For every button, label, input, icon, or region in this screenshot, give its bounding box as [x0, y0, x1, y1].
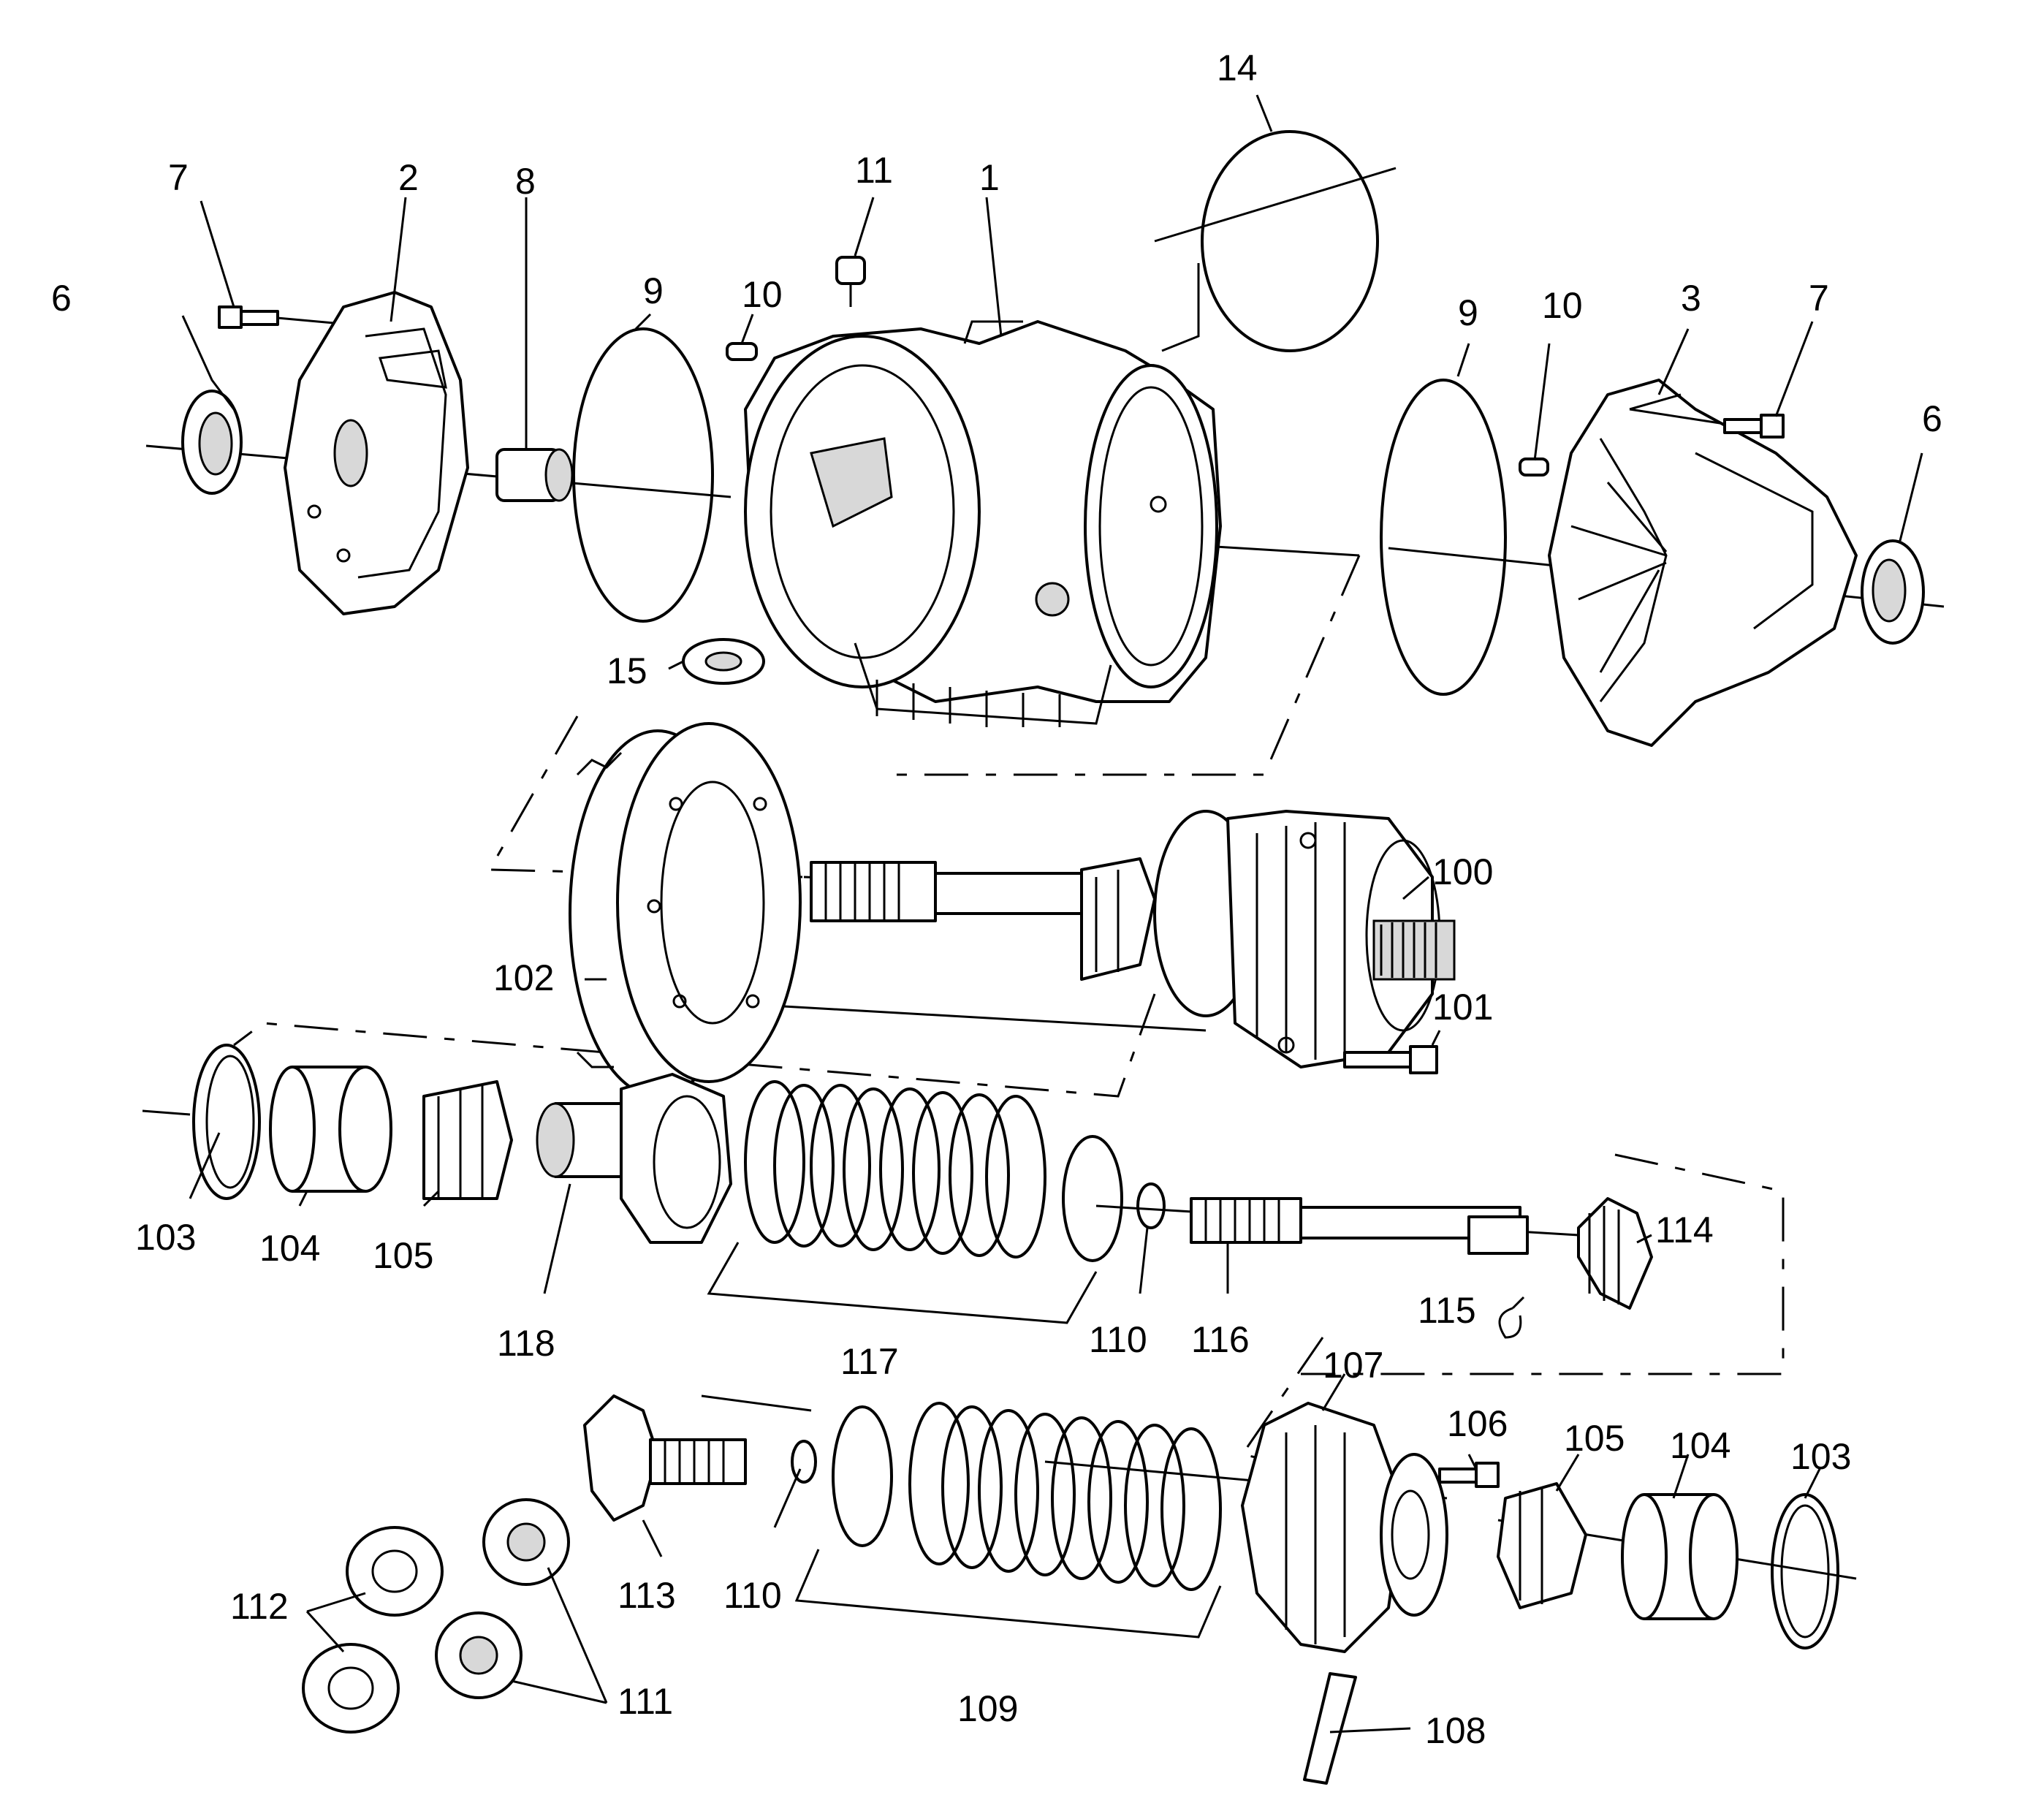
callout-1: 1 — [979, 157, 1000, 198]
callout-103-right: 103 — [1790, 1436, 1851, 1477]
callout-115: 115 — [1418, 1290, 1476, 1331]
callout-2: 2 — [398, 157, 419, 198]
pinion-gears — [435, 1498, 570, 1699]
side-gear-right — [1577, 1197, 1653, 1310]
callout-7-left: 7 — [168, 157, 189, 198]
callout-101: 101 — [1432, 987, 1493, 1028]
dowel-pin-right — [1519, 458, 1549, 477]
row-ring-gear — [233, 715, 1456, 1098]
intermediate-shaft — [810, 861, 1105, 922]
callout-109: 109 — [957, 1688, 1018, 1729]
callout-8: 8 — [515, 161, 536, 202]
bearing-cup-right — [1621, 1493, 1739, 1620]
bearing-cone-left — [422, 1080, 513, 1200]
o-ring-left — [572, 327, 714, 623]
needle-bearing — [495, 448, 574, 502]
callout-10-left: 10 — [742, 274, 783, 315]
output-shaft — [1190, 1197, 1529, 1255]
callout-102: 102 — [493, 957, 554, 998]
callout-105-left: 105 — [373, 1235, 433, 1276]
callout-104-left: 104 — [259, 1228, 320, 1269]
seal-left — [181, 390, 243, 495]
snap-ring-right — [1771, 1493, 1839, 1649]
clutch-case-half-right — [1241, 1402, 1448, 1653]
callout-15: 15 — [607, 650, 647, 691]
bolt-right — [1629, 408, 1785, 438]
row-left-clutch — [142, 1044, 1785, 1375]
callout-7-right: 7 — [1809, 278, 1829, 319]
callout-10-right: 10 — [1542, 285, 1583, 326]
seal-right — [1861, 539, 1925, 645]
callout-6-right: 6 — [1922, 398, 1942, 439]
ring-gear-bolt — [1343, 1045, 1438, 1074]
ring-gear — [569, 722, 802, 1098]
thrust-washer — [682, 638, 765, 685]
callout-117: 117 — [840, 1341, 899, 1382]
thrust-washers — [302, 1526, 444, 1734]
row-housing — [145, 130, 1945, 776]
callout-9-left: 9 — [643, 270, 664, 311]
callout-116: 116 — [1191, 1319, 1250, 1360]
callout-107: 107 — [1323, 1345, 1383, 1386]
callout-9-right: 9 — [1458, 292, 1478, 333]
retaining-ring-right — [832, 1405, 893, 1547]
callout-11: 11 — [855, 150, 893, 191]
callout-112: 111 — [618, 1681, 673, 1722]
snap-ring-small-left — [1136, 1182, 1166, 1229]
cross-pin — [1303, 1672, 1357, 1785]
case-bolt — [1438, 1462, 1500, 1488]
callout-110-left: 110 — [1089, 1319, 1147, 1360]
callout-6-left: 6 — [51, 278, 72, 319]
callout-103-left: 103 — [135, 1217, 196, 1258]
callout-108: 108 — [1425, 1710, 1486, 1751]
row-right-clutch — [302, 1337, 1857, 1785]
o-ring-large — [1154, 130, 1397, 352]
bolt-left — [218, 305, 359, 329]
callout-3: 3 — [1681, 278, 1701, 319]
callouts: 6 7 2 8 9 10 11 1 14 15 9 10 3 7 6 100 1… — [51, 48, 1942, 1751]
cover-right — [1548, 379, 1858, 747]
callout-110-right: 110 — [723, 1575, 782, 1616]
clutch-case-half — [536, 1073, 732, 1244]
snap-ring-left — [192, 1044, 261, 1200]
differential-case — [1153, 810, 1456, 1068]
clutch-pack-right — [794, 1402, 1222, 1639]
callout-114: 114 — [1655, 1210, 1714, 1250]
callout-100: 100 — [1432, 851, 1493, 892]
snap-ring-small-right — [791, 1440, 817, 1484]
callout-106: 106 — [1447, 1403, 1508, 1444]
side-gear-left — [583, 1394, 747, 1522]
bearing-cup-left — [269, 1066, 392, 1193]
callout-113: 112 — [230, 1586, 289, 1627]
vent-plug — [835, 256, 866, 307]
bearing-cone-right — [1497, 1482, 1587, 1609]
circlip — [1498, 1307, 1522, 1339]
dowel-pin-left — [726, 342, 758, 361]
callout-105-right: 105 — [1564, 1418, 1625, 1459]
callout-14: 14 — [1217, 48, 1258, 88]
differential-bearing-cone — [1080, 857, 1156, 981]
clutch-pack-left — [707, 1080, 1098, 1324]
callout-104-right: 104 — [1670, 1425, 1730, 1466]
leader-lines — [181, 94, 1923, 1734]
retaining-ring-left — [1062, 1135, 1123, 1262]
o-ring-right — [1380, 379, 1507, 696]
main-housing — [744, 320, 1222, 727]
callout-111: 113 — [618, 1575, 676, 1616]
cover-left — [284, 291, 469, 615]
callout-118: 118 — [497, 1323, 555, 1364]
